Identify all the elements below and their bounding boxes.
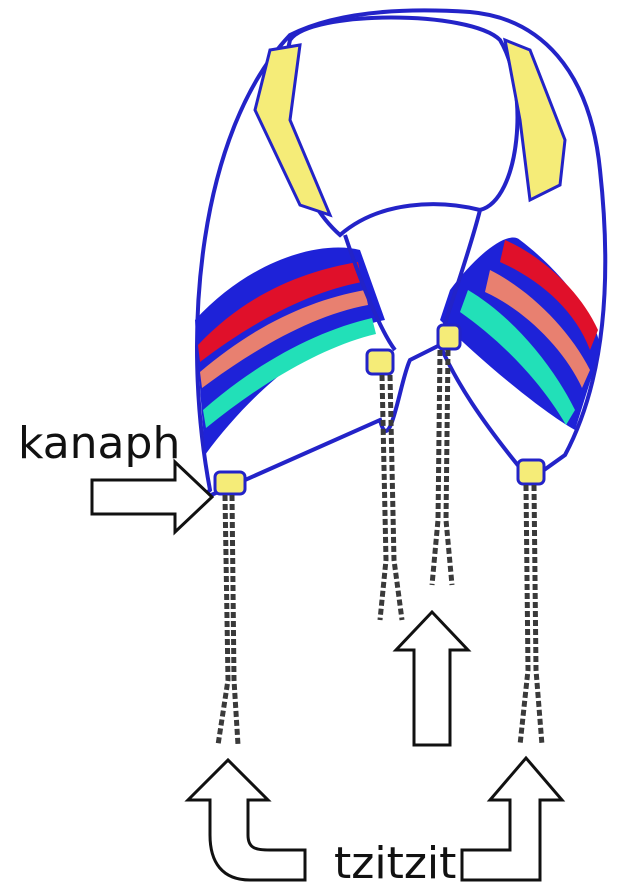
kanaph-arrow (92, 462, 212, 532)
fringe-3 (432, 350, 452, 585)
fringe-1 (218, 495, 238, 745)
tzitzit-arrow-left (188, 760, 305, 880)
fringe-2 (380, 375, 402, 620)
tzitzit-arrow-center (396, 612, 468, 745)
corner-knot-4 (518, 460, 544, 484)
corner-knot-3 (438, 325, 460, 349)
corner-knot-2 (367, 350, 393, 374)
corner-knot-1 (215, 472, 245, 494)
tzitzit-label: tzitzit (334, 838, 456, 889)
kanaph-label: kanaph (18, 418, 180, 469)
tzitzit-arrow-right (462, 758, 562, 880)
fringe-4 (520, 485, 542, 745)
